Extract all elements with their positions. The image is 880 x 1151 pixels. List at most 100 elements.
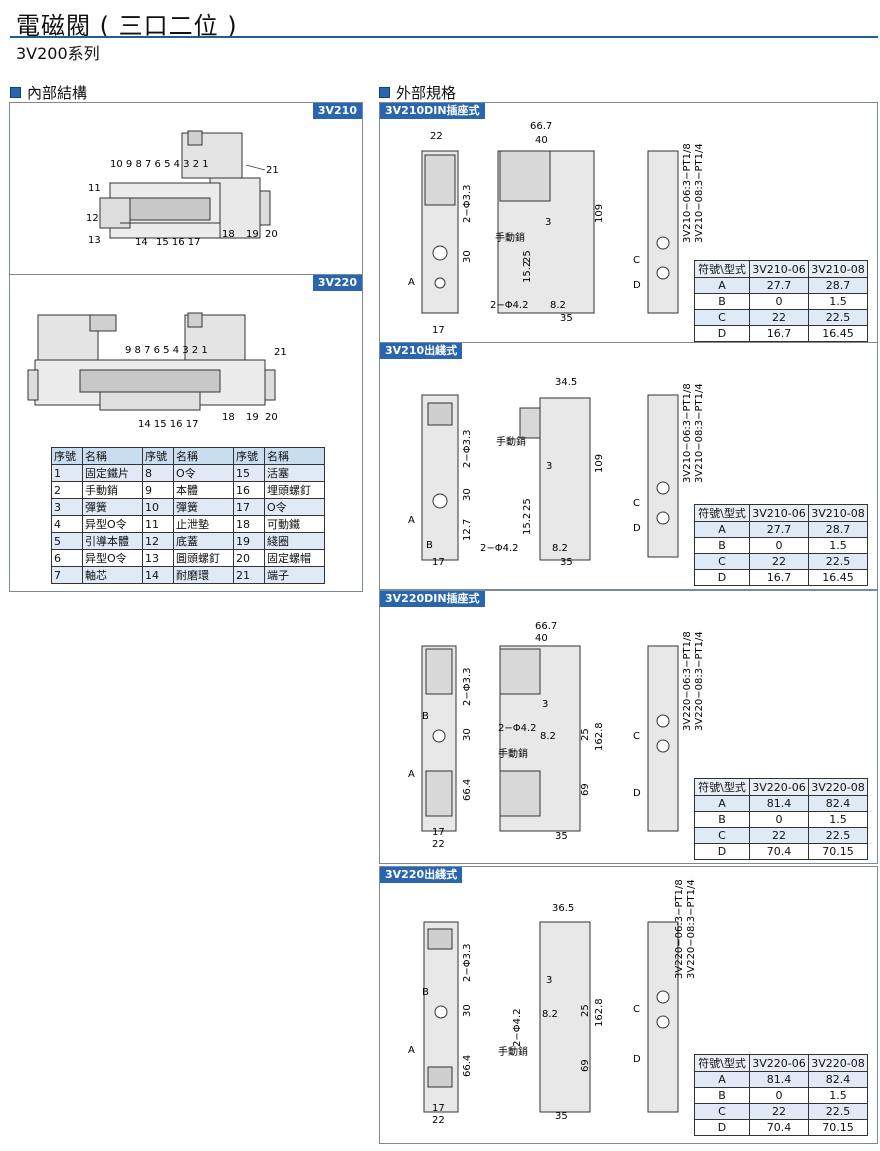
dim-A2: A bbox=[408, 515, 415, 526]
dim-36-5: 36.5 bbox=[552, 903, 574, 914]
dim-C2: C bbox=[633, 498, 640, 509]
dim-25: 25 bbox=[522, 250, 533, 263]
spec-symbol-cell: C bbox=[694, 1103, 750, 1120]
dim-A: A bbox=[408, 277, 415, 288]
dim-8-2: 8.2 bbox=[550, 300, 566, 311]
parts-header: 序號 bbox=[233, 447, 265, 465]
dim-1628: 162.8 bbox=[594, 722, 605, 751]
dim-3: 3 bbox=[545, 217, 551, 228]
spec-value-cell: 70.15 bbox=[808, 843, 868, 860]
dim-40c: 40 bbox=[535, 633, 548, 644]
dim-17b: 17 bbox=[432, 557, 445, 568]
dim-17d: 17 bbox=[432, 1103, 445, 1114]
dim-35: 35 bbox=[560, 313, 573, 324]
label-21b: 21 bbox=[274, 347, 287, 358]
part-number-cell: 7 bbox=[51, 566, 83, 584]
spec-value-cell: 0 bbox=[749, 1087, 809, 1104]
spec-symbol-cell: C bbox=[694, 827, 750, 844]
dim-B3: B bbox=[422, 711, 429, 722]
panel-tag-3v220-wire: 3V220出綫式 bbox=[380, 867, 463, 883]
dim-1628b: 162.8 bbox=[594, 998, 605, 1027]
dim-30c: 30 bbox=[462, 728, 473, 741]
label-20b: 20 bbox=[265, 412, 278, 423]
label-12: 12 bbox=[86, 213, 99, 224]
label-numbers-220: 9 8 7 6 5 4 3 2 1 bbox=[125, 345, 208, 356]
spec-symbol-cell: A bbox=[694, 521, 750, 538]
spec-symbol-cell: B bbox=[694, 811, 750, 828]
label-18: 18 bbox=[222, 229, 235, 240]
part-name-cell: 手動銷 bbox=[82, 481, 143, 499]
part-number-cell: 2 bbox=[51, 481, 83, 499]
spec-value-cell: 22.5 bbox=[808, 827, 868, 844]
dim-109b: 109 bbox=[594, 454, 605, 473]
spec-symbol-cell: B bbox=[694, 537, 750, 554]
dim-35d: 35 bbox=[555, 1111, 568, 1122]
dim-B: B bbox=[426, 540, 433, 551]
manual-pin-label-3: 手動銷 bbox=[498, 747, 528, 760]
parts-header: 名稱 bbox=[173, 447, 234, 465]
part-number-cell: 13 bbox=[142, 549, 174, 567]
spec-value-cell: 16.45 bbox=[808, 569, 868, 586]
3v210-din-dimension-drawing: 22 17 A 66.7 40 手動銷 2−Φ4.2 8.2 35 3 109 … bbox=[408, 121, 679, 336]
dim-109: 109 bbox=[594, 204, 605, 223]
port-label-210-06b: 3V210−06:3−PT1/8 bbox=[682, 383, 693, 483]
part-number-cell: 14 bbox=[142, 566, 174, 584]
parts-header: 序號 bbox=[142, 447, 174, 465]
spec-value-cell: 16.45 bbox=[808, 325, 868, 342]
dim-69: 69 bbox=[580, 783, 591, 796]
dim-30d: 30 bbox=[462, 1004, 473, 1017]
dim-35c: 35 bbox=[555, 831, 568, 842]
dim-phi42-2: 2−Φ4.2 bbox=[480, 543, 519, 554]
label-11: 11 bbox=[88, 183, 101, 194]
3v220-cross-section-drawing: 9 8 7 6 5 4 3 2 1 14 15 16 17 18 19 20 2… bbox=[27, 312, 287, 430]
part-name-cell: 本體 bbox=[173, 481, 234, 499]
part-number-cell: 5 bbox=[51, 532, 83, 550]
dim-phi42-3: 2−Φ4.2 bbox=[498, 723, 537, 734]
port-labels-210-wire: 3V210−06:3−PT1/8 3V210−08:3−PT1/4 bbox=[682, 383, 705, 483]
part-name-cell: 底蓋 bbox=[173, 532, 234, 550]
part-name-cell: 綫圈 bbox=[264, 532, 325, 550]
spec-value-cell: 70.15 bbox=[808, 1119, 868, 1136]
dim-D: D bbox=[633, 280, 641, 291]
title-rule bbox=[10, 36, 878, 38]
part-name-cell: 可動鐵 bbox=[264, 515, 325, 533]
spec-symbol-cell: D bbox=[694, 569, 750, 586]
dim-C3: C bbox=[633, 731, 640, 742]
series-subtitle: 3V200系列 bbox=[16, 44, 100, 63]
label-15-16-17: 15 16 17 bbox=[156, 237, 201, 248]
spec-header-cell: 3V220-06 bbox=[749, 778, 809, 796]
spec-value-cell: 70.4 bbox=[749, 1119, 809, 1136]
port-label-210-08b: 3V210−08:3−PT1/4 bbox=[694, 383, 705, 483]
part-number-cell: 4 bbox=[51, 515, 83, 533]
part-number-cell: 9 bbox=[142, 481, 174, 499]
spec-value-cell: 82.4 bbox=[808, 795, 868, 812]
panel-3v210-din: 3V210DIN插座式 22 17 A 66.7 40 手動銷 2−Φ4.2 8… bbox=[379, 102, 878, 344]
part-number-cell: 1 bbox=[51, 464, 83, 482]
spec-header-cell: 3V220-06 bbox=[749, 1054, 809, 1072]
panel-3v220-wire: 3V220出綫式 A B 17 22 36.5 3 8.2 手動銷 35 2−Φ… bbox=[379, 866, 878, 1144]
spec-value-cell: 27.7 bbox=[749, 277, 809, 294]
dim-66-4b: 66.4 bbox=[462, 1055, 473, 1077]
parts-header: 序號 bbox=[51, 447, 83, 465]
spec-value-cell: 82.4 bbox=[808, 1071, 868, 1088]
part-number-cell: 6 bbox=[51, 549, 83, 567]
manual-pin-label: 手動銷 bbox=[495, 231, 525, 244]
dim-66-7: 66.7 bbox=[530, 121, 552, 132]
spec-header-cell: 3V210-08 bbox=[808, 260, 868, 278]
port-labels-210: 3V210−06:3−PT1/8 3V210−08:3−PT1/4 bbox=[682, 143, 705, 243]
